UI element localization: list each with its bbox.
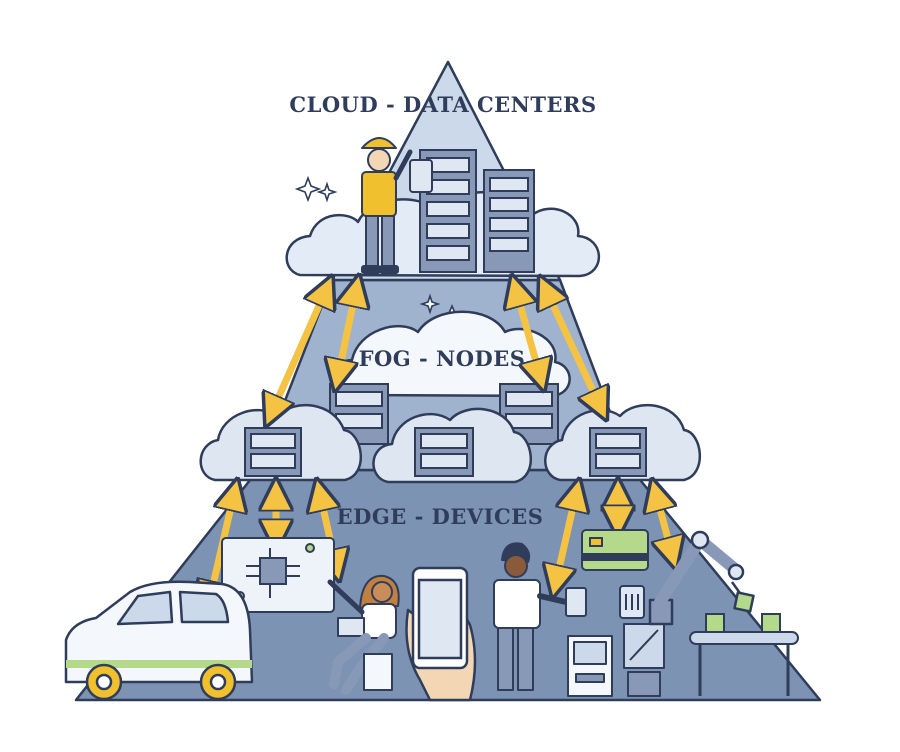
server-rack-icon <box>414 427 474 477</box>
circuit-board-icon <box>221 537 335 613</box>
server-rack-icon <box>589 427 647 477</box>
kiosk-icon <box>567 635 613 697</box>
sparkle-icon <box>294 175 338 203</box>
conveyor-icon <box>689 613 799 696</box>
server-rack-icon <box>483 169 535 273</box>
edge-tier-label: EDGE - DEVICES <box>337 504 544 529</box>
tablet-icon <box>565 587 587 617</box>
arrow-fog-edge-6 <box>656 494 672 554</box>
card-reader-icon <box>619 585 645 619</box>
credit-card-icon <box>581 529 649 571</box>
arrow-fog-edge-4 <box>556 494 576 582</box>
server-rack-icon <box>244 427 302 477</box>
smartphone-icon <box>411 566 469 670</box>
robot-arm-icon <box>648 530 755 626</box>
arrow-cloud-fog-4 <box>546 290 600 406</box>
person-icon <box>493 542 569 691</box>
car-icon <box>64 580 254 701</box>
screen-machine-icon <box>623 623 665 697</box>
arrow-cloud-fog-2 <box>338 290 356 376</box>
cloud-tier-label: CLOUD - DATA CENTERS <box>289 92 596 117</box>
worker-icon <box>361 137 433 274</box>
arrow-cloud-fog-1 <box>272 290 326 412</box>
person-icon <box>327 574 400 695</box>
fog-tier-label: FOG - NODES <box>359 346 526 371</box>
